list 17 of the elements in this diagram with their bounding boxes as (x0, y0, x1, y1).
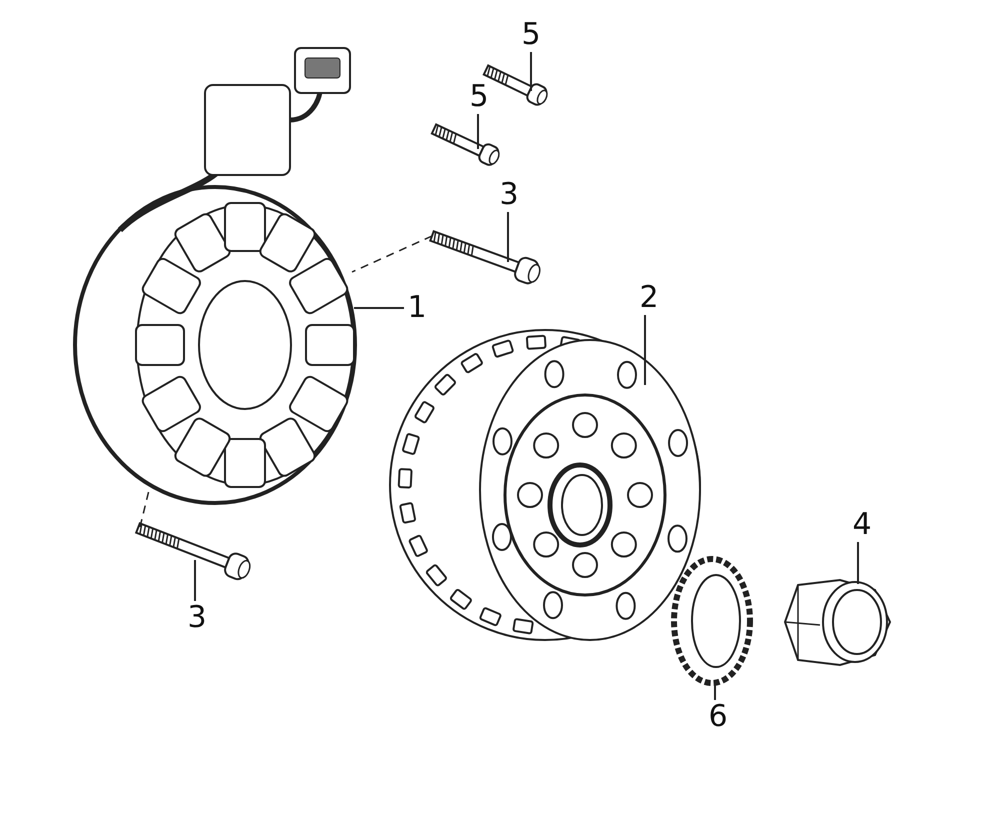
callout-number: 3 (496, 178, 522, 212)
leader-line (354, 307, 404, 309)
center-line (352, 235, 432, 273)
callout-number: 6 (705, 700, 731, 734)
leader-line (530, 52, 532, 91)
callout-number: 2 (636, 281, 662, 315)
callout-number: 5 (466, 80, 492, 114)
leader-line (857, 542, 859, 584)
leader-line (194, 560, 196, 601)
callout-number: 1 (404, 291, 430, 325)
leader-line (507, 212, 509, 262)
callout-number: 3 (184, 601, 210, 635)
callout-number: 4 (849, 508, 875, 542)
callout-number: 5 (518, 18, 544, 52)
bolt-drawing (430, 120, 500, 168)
leader-line (644, 315, 646, 385)
leader-line (477, 114, 479, 149)
